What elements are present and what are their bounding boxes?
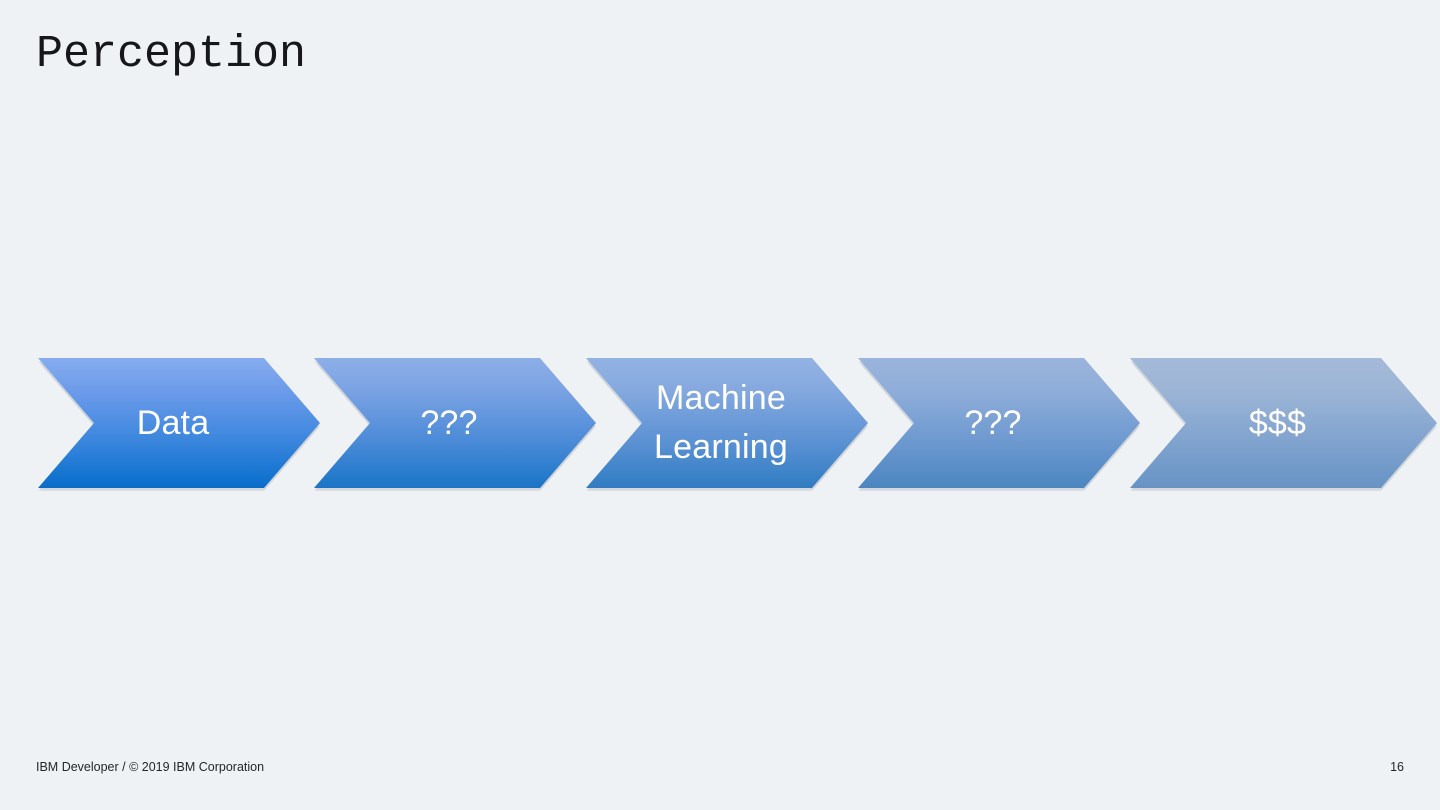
process-step-data[interactable]: Data bbox=[38, 358, 320, 488]
process-step-unknown-1[interactable]: ??? bbox=[314, 358, 596, 488]
process-step-label: Machine Learning bbox=[654, 379, 788, 466]
process-step-label: ??? bbox=[420, 403, 478, 442]
page-title: Perception bbox=[36, 29, 307, 80]
footer-copyright: IBM Developer / © 2019 IBM Corporation bbox=[36, 760, 265, 774]
footer-page-number: 16 bbox=[1390, 760, 1404, 774]
process-step-label: Data bbox=[136, 403, 210, 442]
process-step-money[interactable]: $$$ bbox=[1130, 358, 1437, 488]
process-step-label: $$$ bbox=[1248, 403, 1307, 442]
process-step-unknown-2[interactable]: ??? bbox=[858, 358, 1140, 488]
process-flow-diagram: Data ??? Machine Learning ??? $$$ bbox=[0, 358, 1440, 488]
process-step-machine-learning[interactable]: Machine Learning bbox=[586, 358, 868, 488]
process-step-label: ??? bbox=[964, 403, 1022, 442]
